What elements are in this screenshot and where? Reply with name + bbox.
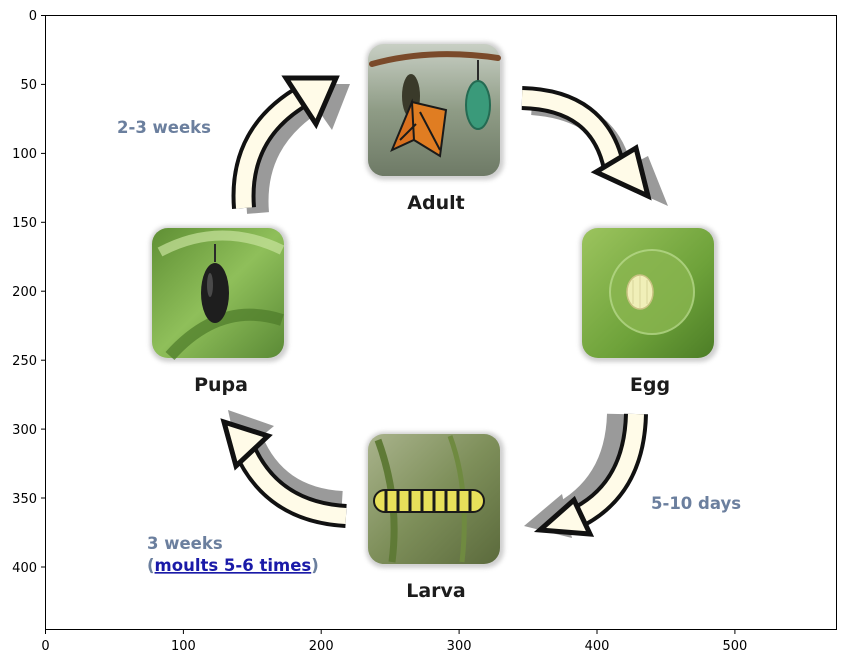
x-axis: 0 100 200 300 400 500: [41, 629, 747, 654]
arrow-adult-to-egg: [521, 86, 668, 206]
x-tick-label: 200: [309, 639, 334, 654]
y-tick-label: 50: [20, 78, 37, 93]
y-tick-label: 150: [12, 216, 37, 231]
stage-label-adult: Adult: [407, 192, 464, 214]
x-tick-label: 100: [171, 639, 196, 654]
arrow-larva-to-pupa: [220, 410, 347, 528]
y-tick-label: 300: [12, 423, 37, 438]
x-tick-label: 400: [585, 639, 610, 654]
stage-label-pupa: Pupa: [194, 374, 248, 396]
duration-larva-to-pupa: 3 weeks: [147, 534, 223, 553]
arrow-egg-to-larva: [524, 413, 648, 538]
larva-photo: [366, 432, 504, 568]
moults-open-paren: (: [147, 556, 155, 575]
y-tick-label: 250: [12, 354, 37, 369]
y-tick-label: 0: [29, 9, 37, 24]
y-tick-label: 400: [12, 561, 37, 576]
egg-photo: [580, 226, 718, 362]
x-tick-label: 0: [41, 639, 49, 654]
duration-pupa-to-adult: 2-3 weeks: [117, 118, 211, 137]
stage-label-larva: Larva: [406, 580, 466, 602]
moults-link[interactable]: moults 5-6 times: [155, 556, 312, 575]
arrow-pupa-to-adult: [231, 75, 350, 214]
duration-egg-to-larva: 5-10 days: [651, 494, 741, 513]
y-tick-label: 350: [12, 492, 37, 507]
y-tick-label: 200: [12, 285, 37, 300]
x-tick-label: 300: [447, 639, 472, 654]
pupa-photo: [150, 226, 288, 362]
moults-close-paren: ): [311, 556, 319, 575]
stage-label-egg: Egg: [630, 374, 670, 396]
duration-larva-moults: (moults 5-6 times): [147, 556, 319, 575]
y-tick-label: 100: [12, 147, 37, 162]
adult-photo: [366, 42, 504, 180]
x-tick-label: 500: [722, 639, 747, 654]
y-axis: 0 50 100 150 200 250 300 350 400: [12, 9, 46, 576]
